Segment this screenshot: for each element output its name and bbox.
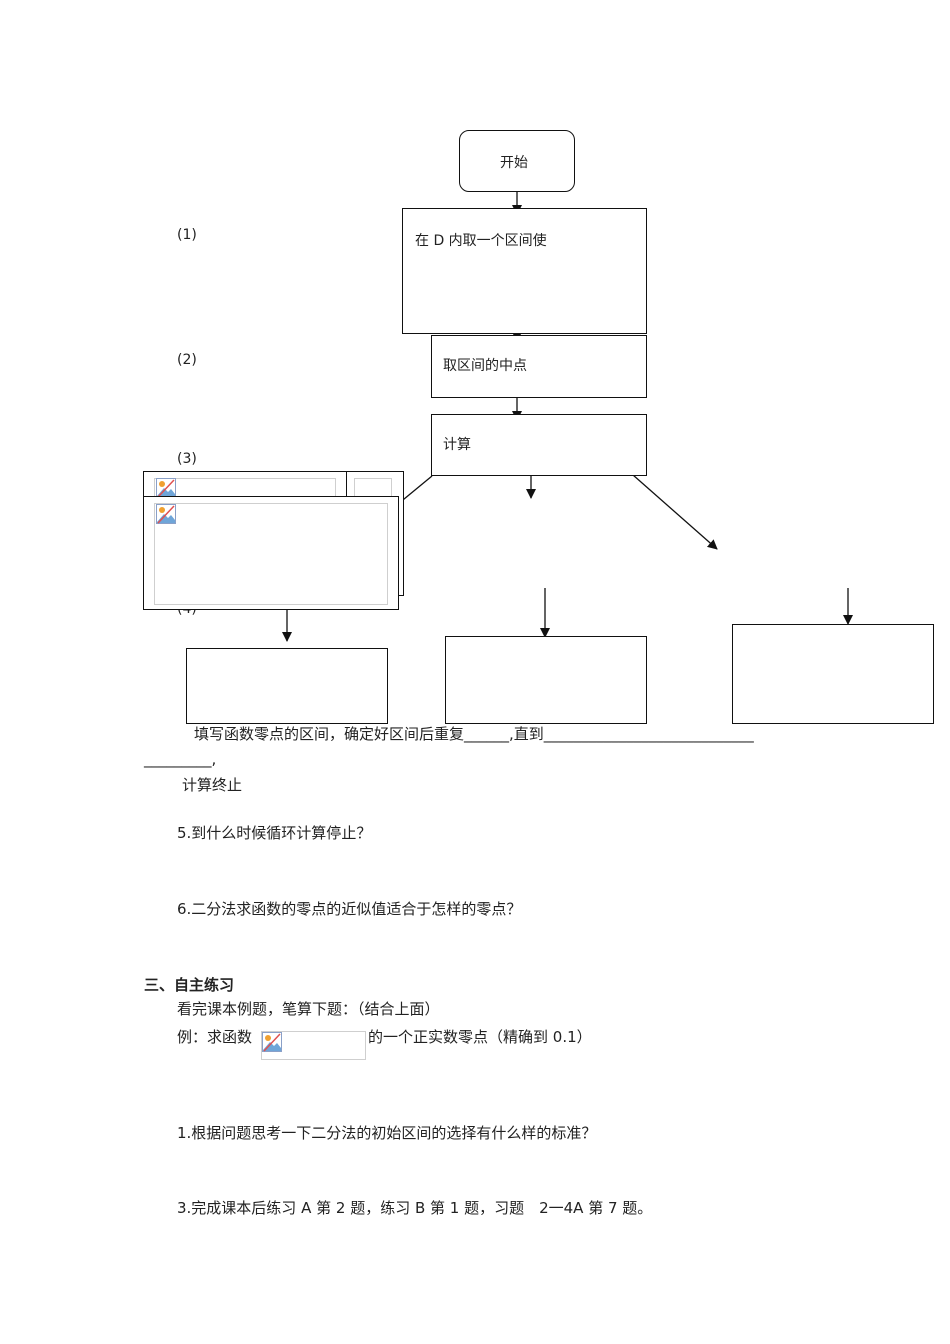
flowchart-result-right	[732, 624, 934, 724]
broken-image-icon	[156, 504, 176, 524]
flowchart-result-left	[186, 648, 388, 724]
side-label-1: (1)	[177, 227, 197, 243]
image-placeholder-front	[143, 496, 399, 610]
question-6: 6.二分法求函数的零点的近似值适合于怎样的零点？	[177, 900, 522, 918]
formula-image-placeholder	[261, 1031, 366, 1060]
flowchart-step3: 计算	[431, 414, 647, 476]
flowchart-step2: 取区间的中点	[431, 335, 647, 398]
question-3: 3.完成课本后练习 A 第 2 题，练习 B 第 1 题，习题 2一4A 第 7…	[177, 1199, 653, 1217]
example-prefix: 例：求函数	[177, 1028, 253, 1046]
question-5: 5.到什么时候循环计算停止？	[177, 824, 372, 842]
question-1: 1.根据问题思考一下二分法的初始区间的选择有什么样的标准？	[177, 1124, 597, 1142]
practice-intro: 看完课本例题，笔算下题：（结合上面）	[177, 1000, 440, 1018]
side-label-3: (3)	[177, 451, 197, 467]
example-suffix: 的一个正实数零点（精确到 0.1）	[368, 1028, 592, 1046]
side-label-2: (2)	[177, 352, 197, 368]
arrow-step3-right	[632, 474, 718, 550]
broken-image-icon	[262, 1032, 282, 1052]
flowchart-step1: 在 D 内取一个区间使	[402, 208, 647, 334]
step3-label: 计算	[443, 437, 471, 453]
flowchart-start: 开始	[459, 130, 575, 192]
flowchart-result-middle	[445, 636, 647, 724]
fill-line-1: 填写函数零点的区间，确定好区间后重复______,直到_____________…	[194, 725, 754, 743]
start-label: 开始	[500, 155, 528, 171]
step1-label: 在 D 内取一个区间使	[415, 233, 547, 249]
broken-image-icon	[156, 478, 176, 498]
fill-line-2: _________,	[144, 750, 217, 768]
step2-label: 取区间的中点	[443, 358, 527, 374]
section-title: 三、自主练习	[144, 976, 235, 994]
fill-line-3: 计算终止	[182, 776, 243, 794]
